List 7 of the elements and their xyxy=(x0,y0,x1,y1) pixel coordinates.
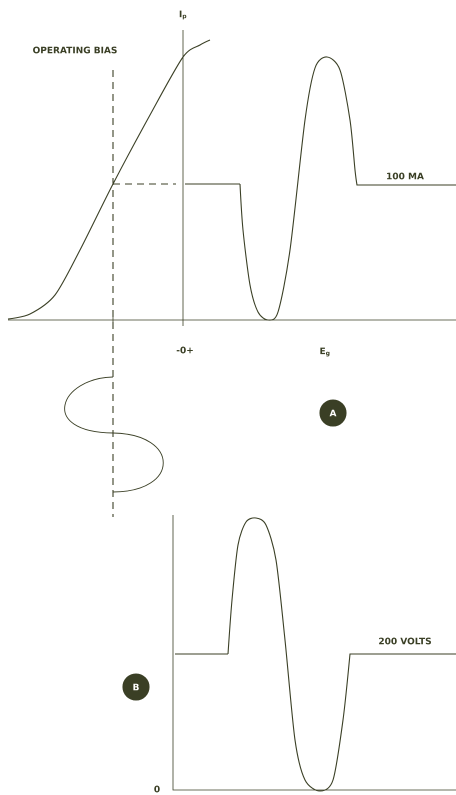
tick-label: -0+ xyxy=(176,346,193,354)
annotation: OPERATING BIAS xyxy=(33,46,117,54)
tick-label: 0 xyxy=(154,786,160,792)
value-label: 100 MA xyxy=(387,172,424,180)
axis-label: I$_{p}$ xyxy=(180,10,186,20)
value-label: 200 VOLTS xyxy=(379,638,431,644)
axis-label: E$_{g}$ xyxy=(320,348,330,356)
